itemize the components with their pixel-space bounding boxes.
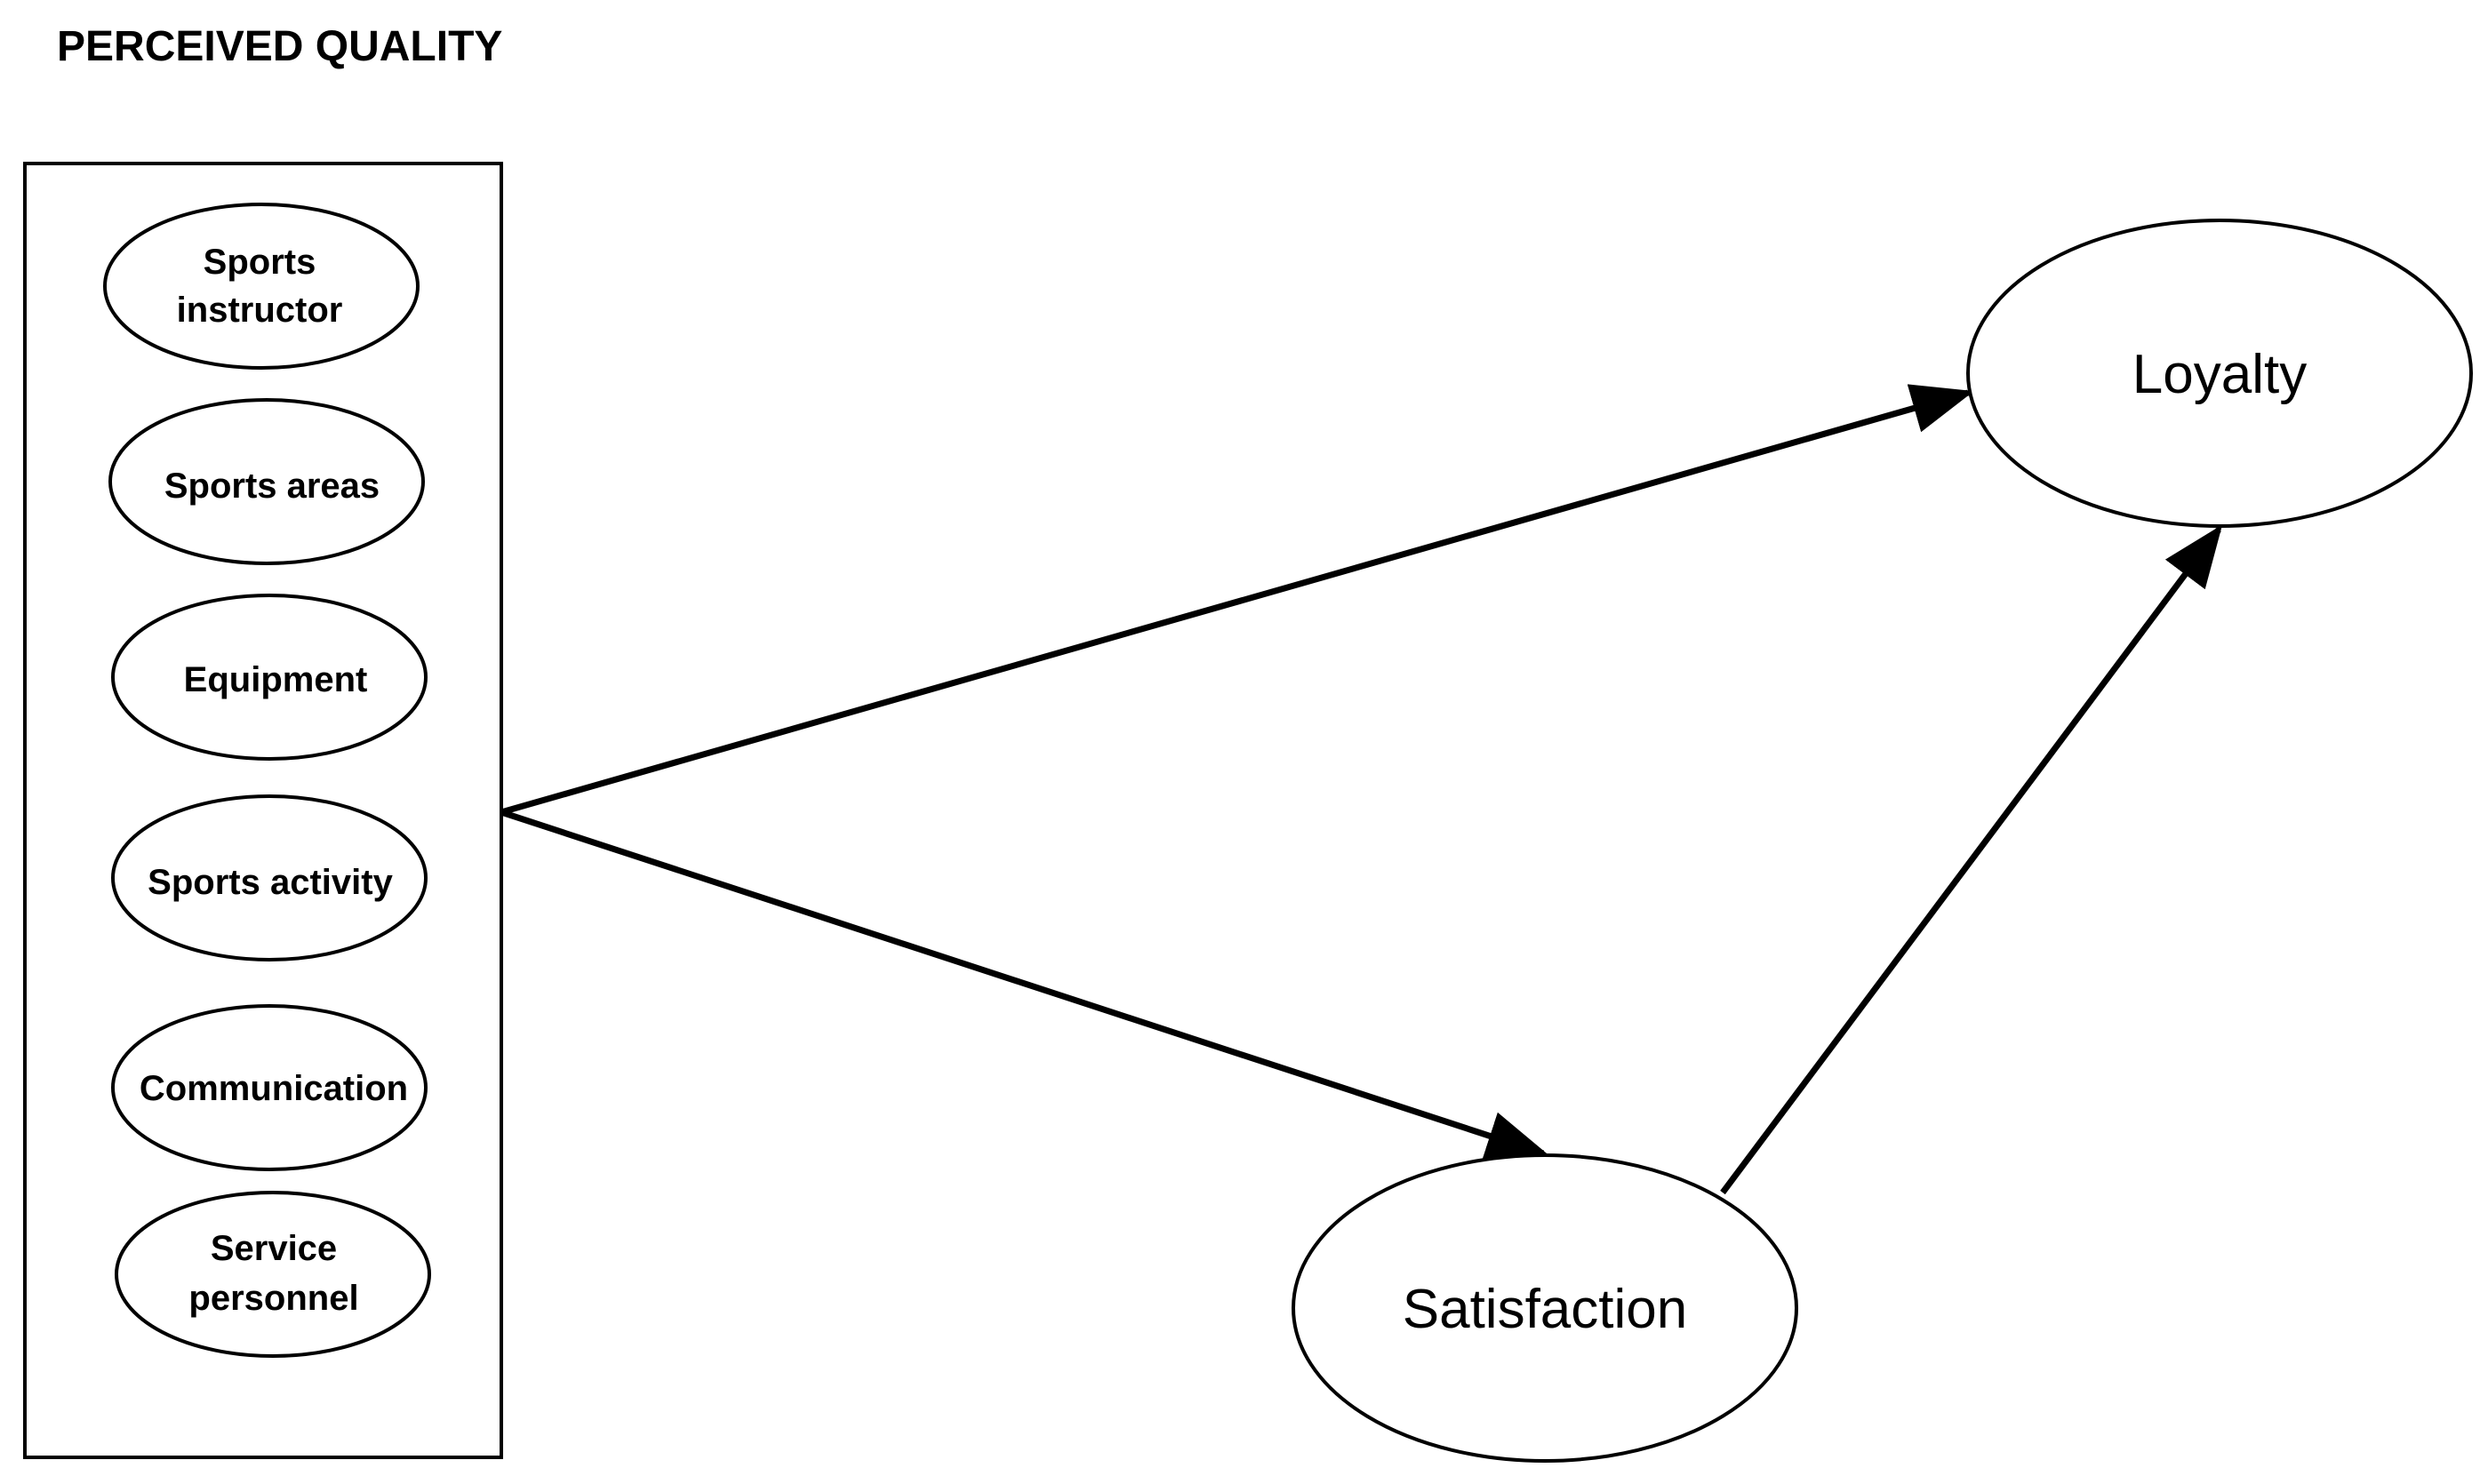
dimension-label: instructor <box>177 291 343 330</box>
dimension-label: Equipment <box>184 660 368 699</box>
dimension-service-personnel: Service personnel <box>115 1191 431 1358</box>
construct-label-loyalty: Loyalty <box>2132 344 2307 405</box>
dimension-label: Communication <box>140 1069 408 1108</box>
arrow-satisfaction-to-loyalty <box>1720 524 2223 1195</box>
dimension-label: Sports activity <box>148 863 393 902</box>
dimension-equipment: Equipment <box>111 594 428 761</box>
arrow-quality-to-loyalty <box>500 384 1974 816</box>
dimension-sports-instructor: Sports instructor <box>103 203 420 370</box>
dimension-label: Sports <box>204 243 316 282</box>
construct-satisfaction: Satisfaction <box>1292 1153 1798 1463</box>
dimension-label: personnel <box>188 1279 358 1318</box>
dimension-label: Sports areas <box>164 467 380 506</box>
diagram-title: PERCEIVED QUALITY <box>57 23 502 70</box>
dimension-sports-activity: Sports activity <box>111 794 428 961</box>
dimension-sports-areas: Sports areas <box>108 398 425 565</box>
dimension-communication: Communication <box>111 1004 428 1171</box>
arrow-quality-to-satisfaction <box>500 809 1549 1160</box>
construct-label-satisfaction: Satisfaction <box>1403 1279 1688 1340</box>
construct-loyalty: Loyalty <box>1966 219 2473 528</box>
dimension-label: Service <box>211 1229 337 1268</box>
